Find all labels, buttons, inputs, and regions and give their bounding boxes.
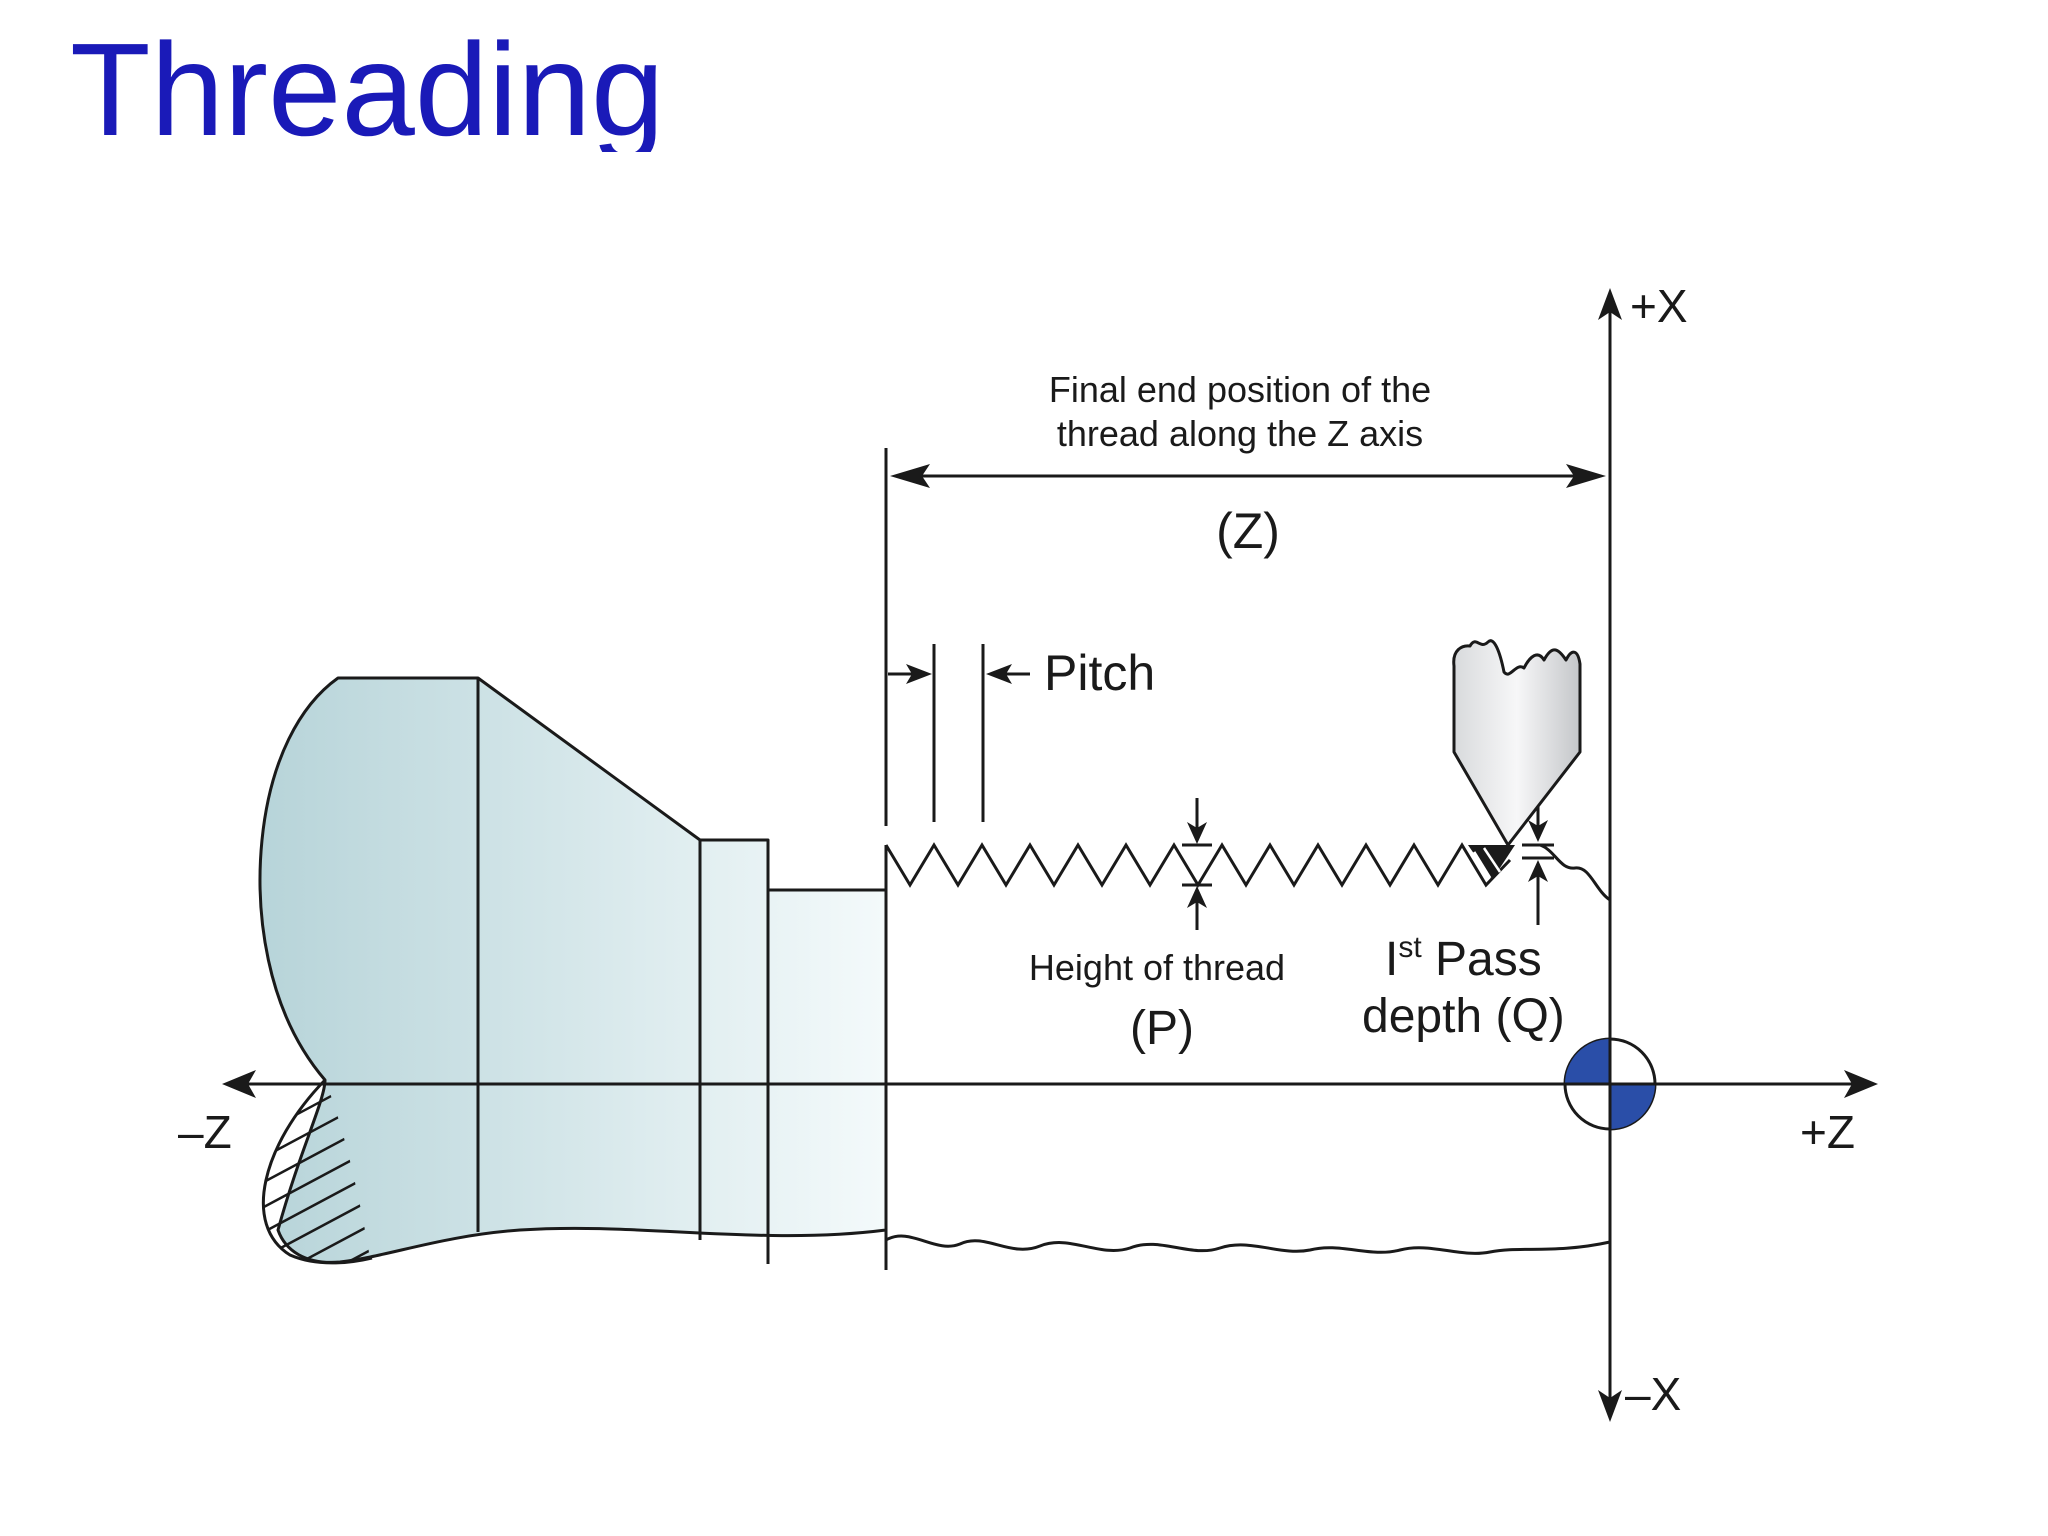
final-end-label-line1: Final end position of the [1049,369,1431,410]
pass-label-suffix: Pass [1422,933,1542,986]
height-label-line1: Height of thread [1029,947,1285,988]
height-label-line2: (P) [1130,1002,1194,1055]
pass-label-prefix: I [1385,933,1398,986]
pass-label-line1: Ist Pass [1385,931,1542,986]
z-parameter-label: (Z) [1216,503,1280,559]
axis-label-plus-z: +Z [1800,1106,1855,1158]
workpiece-bottom-edge [885,1234,1611,1255]
pass-label-superscript: st [1398,931,1422,964]
workpiece-body [258,676,888,1264]
pass-depth-dimension [1522,806,1554,925]
z-dimension [884,448,1606,826]
x-axis [1598,288,1622,1422]
axis-label-plus-x: +X [1630,280,1688,332]
threading-tool [1452,639,1582,847]
thread-profile [884,842,1512,888]
thread-height-dimension [1182,798,1212,930]
pitch-dimension [888,644,1030,822]
final-end-label-line2: thread along the Z axis [1057,413,1423,454]
first-pass-cut [1468,845,1515,880]
axis-label-minus-x: –X [1625,1368,1681,1420]
slide-title: Threading [70,24,665,152]
origin-marker [1563,1037,1657,1131]
axis-label-minus-z: –Z [178,1106,232,1158]
pass-label-line2: depth (Q) [1362,990,1565,1043]
pitch-label: Pitch [1044,645,1155,701]
